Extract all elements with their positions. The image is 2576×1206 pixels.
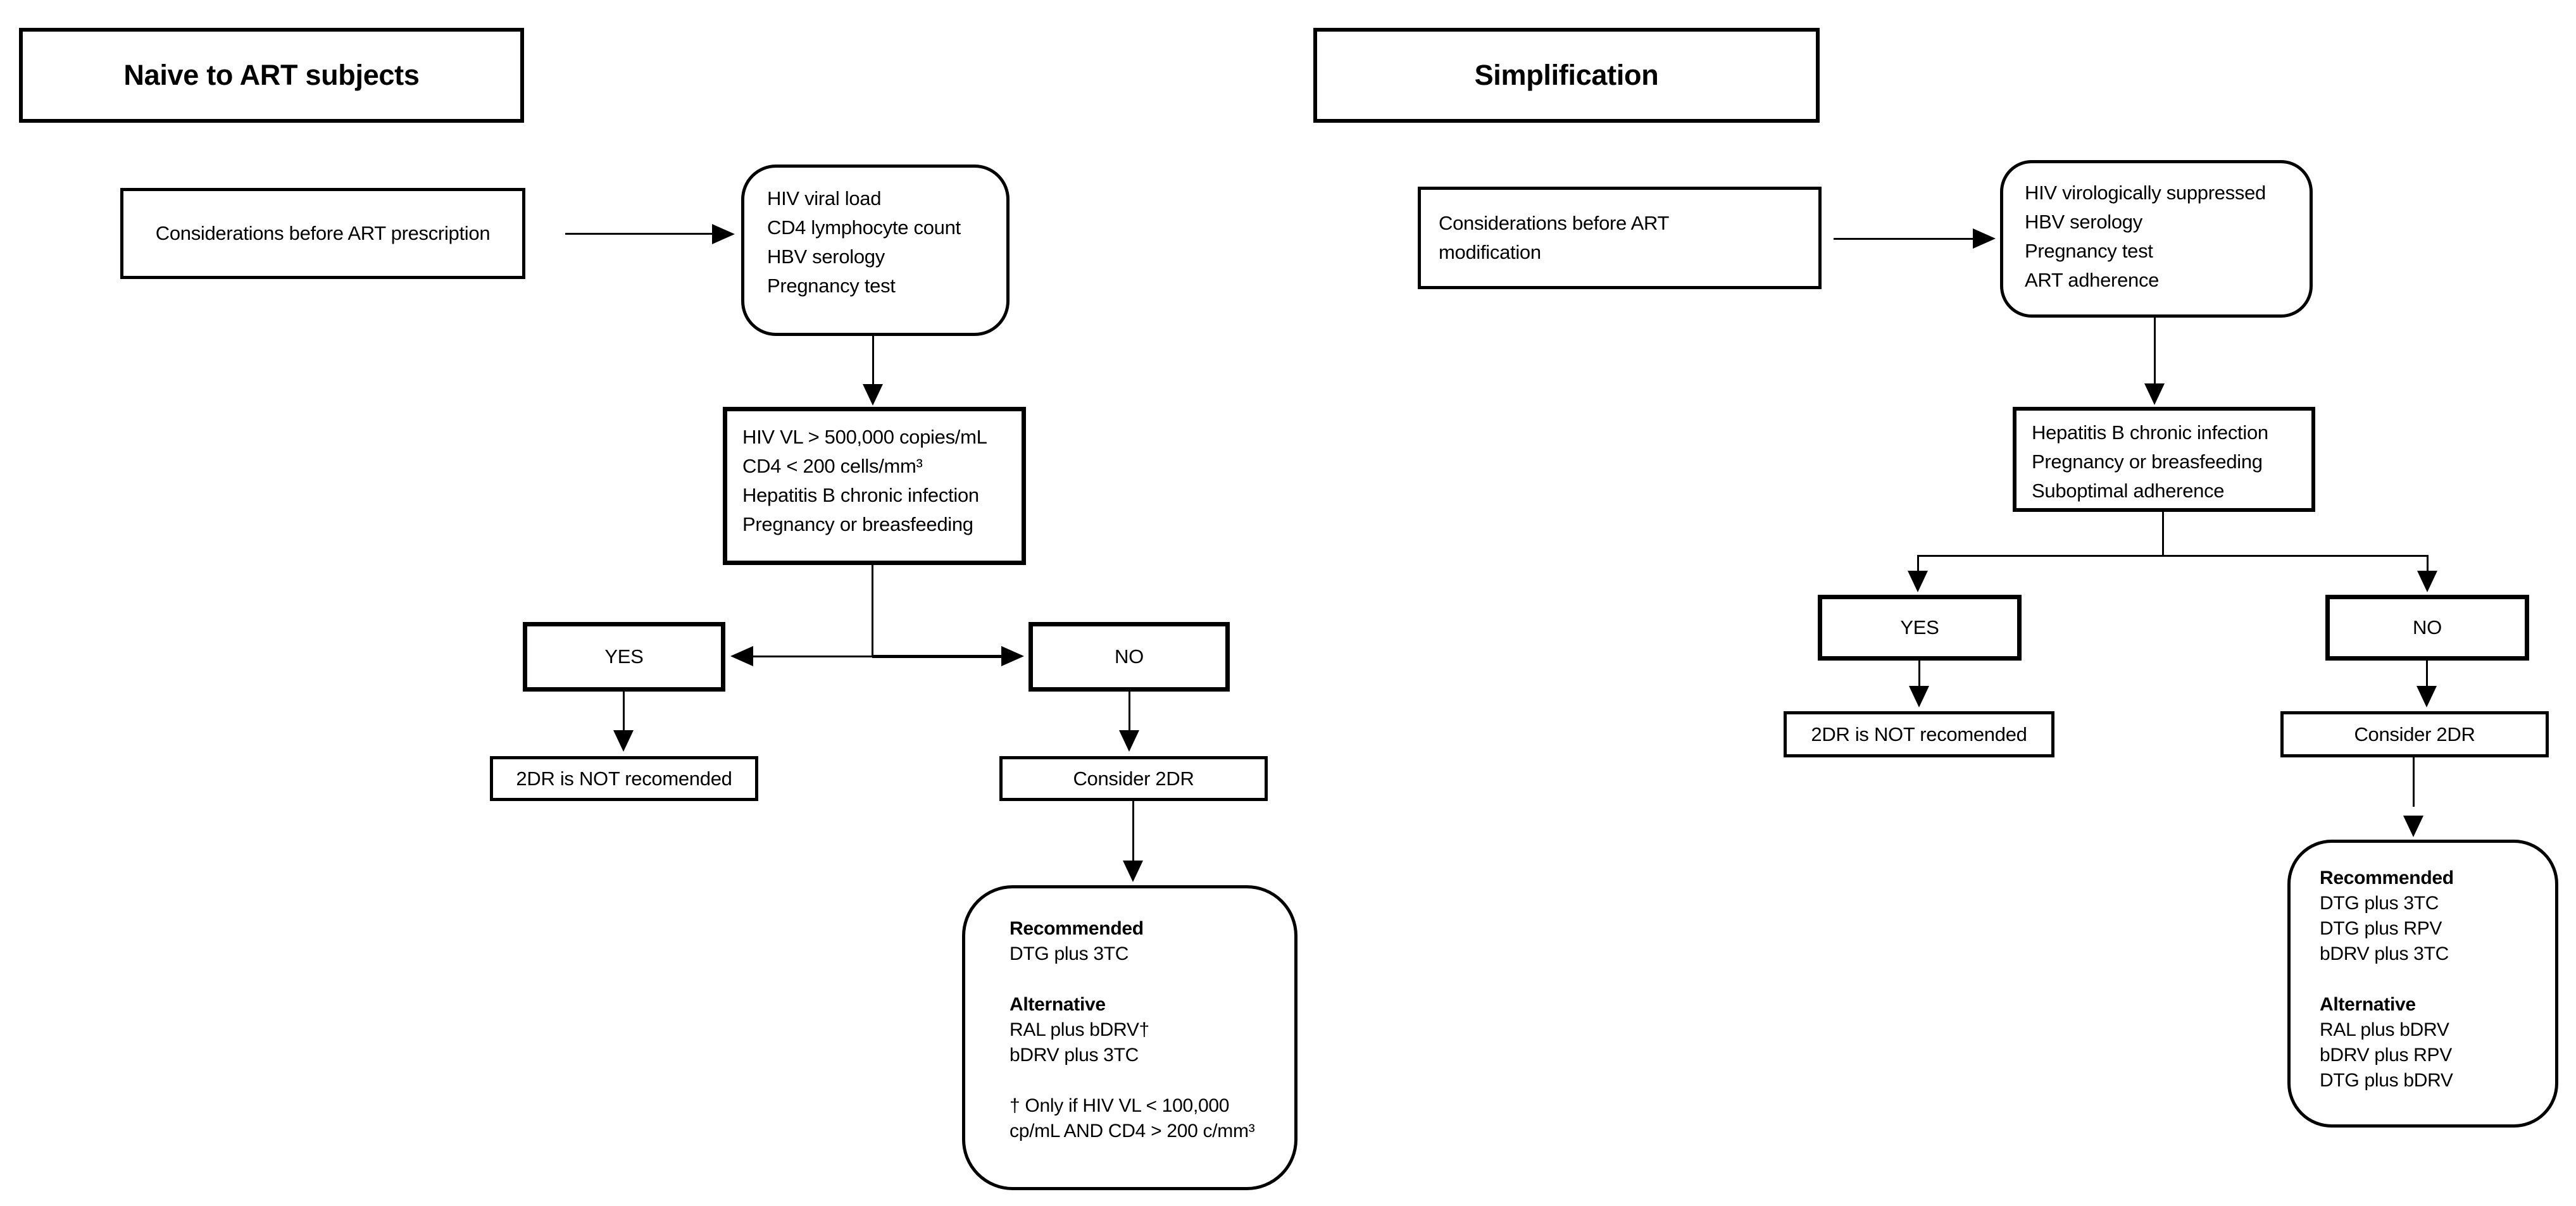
right-split-cross-line [1918,555,2429,557]
baseline-line: HIV viral load [767,187,882,209]
criteria-line: Hepatitis B chronic infection [742,484,979,506]
left-yes-outcome-text: 2DR is NOT recomended [516,767,732,790]
left-arrow-baseline-line [872,336,874,387]
criteria-line: Suboptimal adherence [2032,480,2225,502]
right-arrow-no-line [2426,661,2428,690]
right-no-label: NO [2413,616,2442,638]
left-result-box: Recommended DTG plus 3TC Alternative RAL… [962,885,1297,1190]
left-arrow-considerations-line [565,233,712,235]
right-split-no-head [2417,571,2437,592]
spacer [1010,1068,1283,1093]
right-no-box: NO [2325,595,2529,661]
right-arrow-result-head [2403,816,2423,837]
left-split-left-line [753,656,872,657]
right-arrow-baseline-line [2154,318,2156,385]
right-yes-outcome-text: 2DR is NOT recomended [1811,723,2027,745]
left-no-label: NO [1115,645,1144,668]
recommended-heading: Recommended [1010,918,1144,939]
left-arrow-result-head [1123,861,1143,882]
right-arrow-yes-head [1909,686,1929,707]
right-arrow-considerations-line [1834,238,1973,240]
right-baseline-box: HIV virologically suppressed HBV serolog… [2000,160,2313,318]
right-title: Simplification [1474,59,1659,91]
left-split-no-head [1001,646,1024,666]
left-arrow-considerations-head [712,224,735,244]
criteria-line: Pregnancy or breasfeeding [2032,451,2263,473]
baseline-line: Pregnancy test [767,275,896,297]
right-no-outcome-text: Consider 2DR [2354,723,2475,745]
alternative-option: RAL plus bDRV† [1010,1019,1149,1040]
right-arrow-considerations-head [1973,228,1996,249]
right-considerations-box: Considerations before ART modification [1418,187,1822,289]
left-split-right-line [872,655,1001,658]
baseline-line: HBV serology [2025,211,2142,233]
right-split-yes-drop-line [1917,555,1919,574]
recommended-heading: Recommended [2320,867,2454,888]
recommended-option: bDRV plus 3TC [2320,943,2449,964]
left-no-outcome-box: Consider 2DR [999,756,1268,801]
baseline-line: ART adherence [2025,269,2160,291]
left-considerations-box: Considerations before ART prescription [120,188,525,279]
left-yes-box: YES [523,622,725,692]
baseline-line: CD4 lymphocyte count [767,216,961,239]
alternative-option: DTG plus bDRV [2320,1070,2453,1091]
left-no-outcome-text: Consider 2DR [1073,767,1194,790]
criteria-line: Hepatitis B chronic infection [2032,421,2268,444]
right-arrow-result-line [2413,757,2415,807]
left-arrow-baseline-head [863,384,883,406]
left-criteria-box: HIV VL > 500,000 copies/mL CD4 < 200 cel… [723,407,1026,565]
right-arrow-yes-line [1918,661,1920,690]
criteria-line: CD4 < 200 cells/mm³ [742,455,923,477]
right-yes-outcome-box: 2DR is NOT recomended [1784,711,2054,757]
criteria-line: HIV VL > 500,000 copies/mL [742,426,987,448]
left-title: Naive to ART subjects [123,59,420,91]
alternative-option: RAL plus bDRV [2320,1019,2449,1040]
right-criteria-box: Hepatitis B chronic infection Pregnancy … [2013,407,2315,512]
right-result-box: Recommended DTG plus 3TC DTG plus RPV bD… [2287,840,2558,1128]
right-considerations-line: Considerations before ART [1439,212,1670,234]
alternative-heading: Alternative [1010,994,1106,1015]
left-yes-outcome-box: 2DR is NOT recomended [490,756,758,801]
recommended-option: DTG plus 3TC [1010,943,1129,964]
recommended-option: DTG plus 3TC [2320,893,2439,914]
right-title-box: Simplification [1313,28,1820,123]
right-split-stem-line [2162,512,2164,556]
footnote-line: cp/mL AND CD4 > 200 c/mm³ [1010,1121,1255,1141]
left-yes-label: YES [604,645,644,668]
left-baseline-box: HIV viral load CD4 lymphocyte count HBV … [741,165,1010,336]
left-arrow-no-line [1129,692,1130,733]
recommended-option: DTG plus RPV [2320,918,2442,939]
footnote-line: † Only if HIV VL < 100,000 [1010,1095,1230,1116]
left-title-box: Naive to ART subjects [19,28,524,123]
alternative-heading: Alternative [2320,994,2416,1015]
baseline-line: HIV virologically suppressed [2025,182,2266,204]
alternative-option: bDRV plus 3TC [1010,1045,1139,1066]
right-split-no-drop-line [2427,555,2429,574]
left-considerations-text: Considerations before ART prescription [155,222,491,244]
left-split-stem-line [872,565,873,657]
left-arrow-yes-head [613,730,634,752]
right-arrow-baseline-head [2144,383,2165,405]
right-yes-label: YES [1900,616,1939,638]
left-arrow-yes-line [623,692,625,733]
alternative-option: bDRV plus RPV [2320,1045,2452,1066]
baseline-line: HBV serology [767,246,885,268]
left-arrow-result-line [1132,801,1134,862]
right-yes-box: YES [1818,595,2022,661]
right-no-outcome-box: Consider 2DR [2280,711,2549,757]
left-arrow-no-head [1119,730,1139,752]
spacer [1010,967,1283,992]
right-arrow-no-head [2417,686,2437,707]
spacer [2320,967,2546,992]
right-considerations-line: modification [1439,241,1541,263]
left-no-box: NO [1029,622,1230,692]
criteria-line: Pregnancy or breasfeeding [742,513,973,535]
left-split-yes-head [730,646,753,666]
right-split-yes-head [1908,571,1928,592]
baseline-line: Pregnancy test [2025,240,2153,262]
